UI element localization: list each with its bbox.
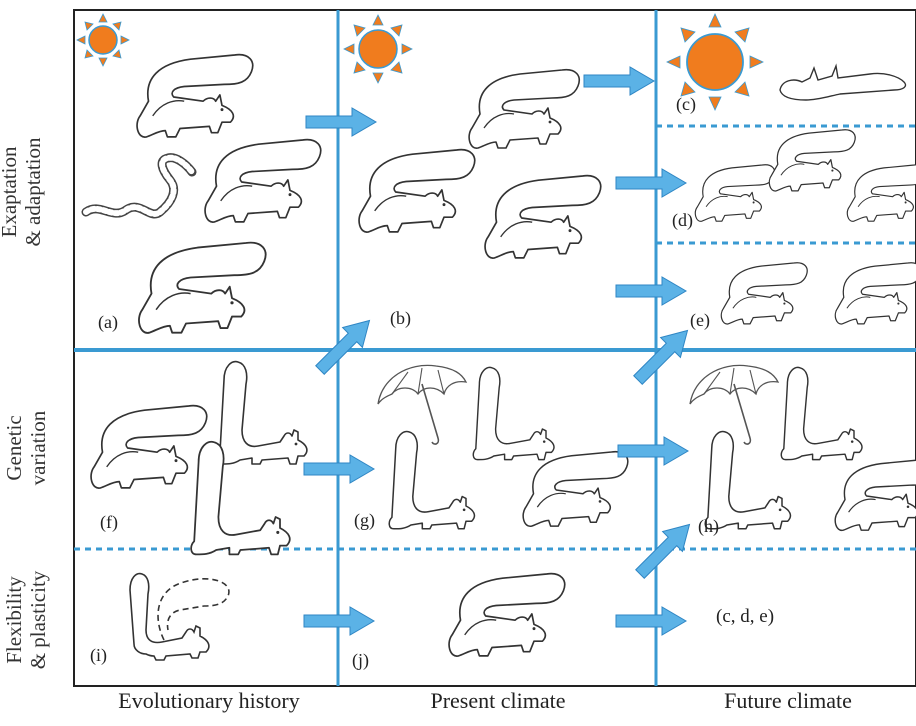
umbrella-icon xyxy=(378,365,466,444)
arrow-icon xyxy=(310,311,379,380)
squirrel-icon xyxy=(139,243,266,333)
column-label-future: Future climate xyxy=(660,688,916,714)
panel-label-f: (f) xyxy=(100,512,118,533)
squirrel-icon xyxy=(780,66,906,100)
panel-label-h: (h) xyxy=(698,516,719,537)
squirrel-icon xyxy=(359,150,475,232)
squirrel-icon xyxy=(781,367,862,459)
panel-label-b: (b) xyxy=(390,308,411,329)
squirrel-icon xyxy=(449,574,565,656)
row-label-genetic-line2: variation xyxy=(26,398,50,498)
squirrel-icon xyxy=(835,460,916,531)
column-label-present: Present climate xyxy=(340,688,656,714)
sun-icon xyxy=(344,15,412,83)
panel-label-j: (j) xyxy=(352,650,369,671)
panel-label-d: (d) xyxy=(672,210,693,231)
column-label-evolutionary: Evolutionary history xyxy=(80,688,338,714)
panel-label-e: (e) xyxy=(690,310,710,331)
arrow-icon xyxy=(306,108,376,136)
row-label-exaptation-line1: Exaptation xyxy=(0,105,21,279)
future-flexibility-outcome: (c, d, e) xyxy=(716,606,774,628)
squirrel-icon xyxy=(721,263,807,324)
sun-icon xyxy=(77,14,129,66)
squirrel-icon xyxy=(705,432,790,529)
squirrel-icon xyxy=(695,165,774,222)
row-label-genetic-line1: Genetic xyxy=(2,398,26,498)
panel-label-g: (g) xyxy=(354,510,375,531)
squirrel-icon xyxy=(217,362,307,464)
squirrel-icon xyxy=(389,432,474,529)
arrow-icon xyxy=(616,169,686,197)
squirrel-icon xyxy=(523,452,628,527)
squirrel-icon xyxy=(485,176,601,258)
row-label-exaptation: Exaptation & adaptation xyxy=(0,105,45,279)
squirrel-icon xyxy=(130,574,229,660)
squirrel-icon xyxy=(205,140,321,222)
squirrel-icon xyxy=(473,367,554,459)
snake-icon xyxy=(86,158,192,214)
arrow-icon xyxy=(616,607,686,635)
panel-label-i: (i) xyxy=(90,645,107,666)
arrow-icon xyxy=(584,67,654,95)
arrow-icon xyxy=(628,321,697,390)
row-label-genetic: Genetic variation xyxy=(2,398,50,498)
arrow-icon xyxy=(616,277,686,305)
squirrel-icon xyxy=(469,70,579,149)
squirrel-icon xyxy=(769,130,855,191)
panel-label-c: (c) xyxy=(676,94,696,115)
row-label-flexibility: Flexibility & plasticity xyxy=(2,560,50,680)
row-label-flexibility-line2: & plasticity xyxy=(26,560,50,680)
squirrel-icon xyxy=(847,165,916,222)
row-label-flexibility-line1: Flexibility xyxy=(2,560,26,680)
squirrel-icon xyxy=(835,263,916,324)
squirrel-icon xyxy=(137,55,253,137)
squirrel-icon xyxy=(91,406,207,488)
panel-label-a: (a) xyxy=(98,312,118,333)
umbrella-icon xyxy=(690,365,778,444)
row-label-exaptation-line2: & adaptation xyxy=(21,105,45,279)
